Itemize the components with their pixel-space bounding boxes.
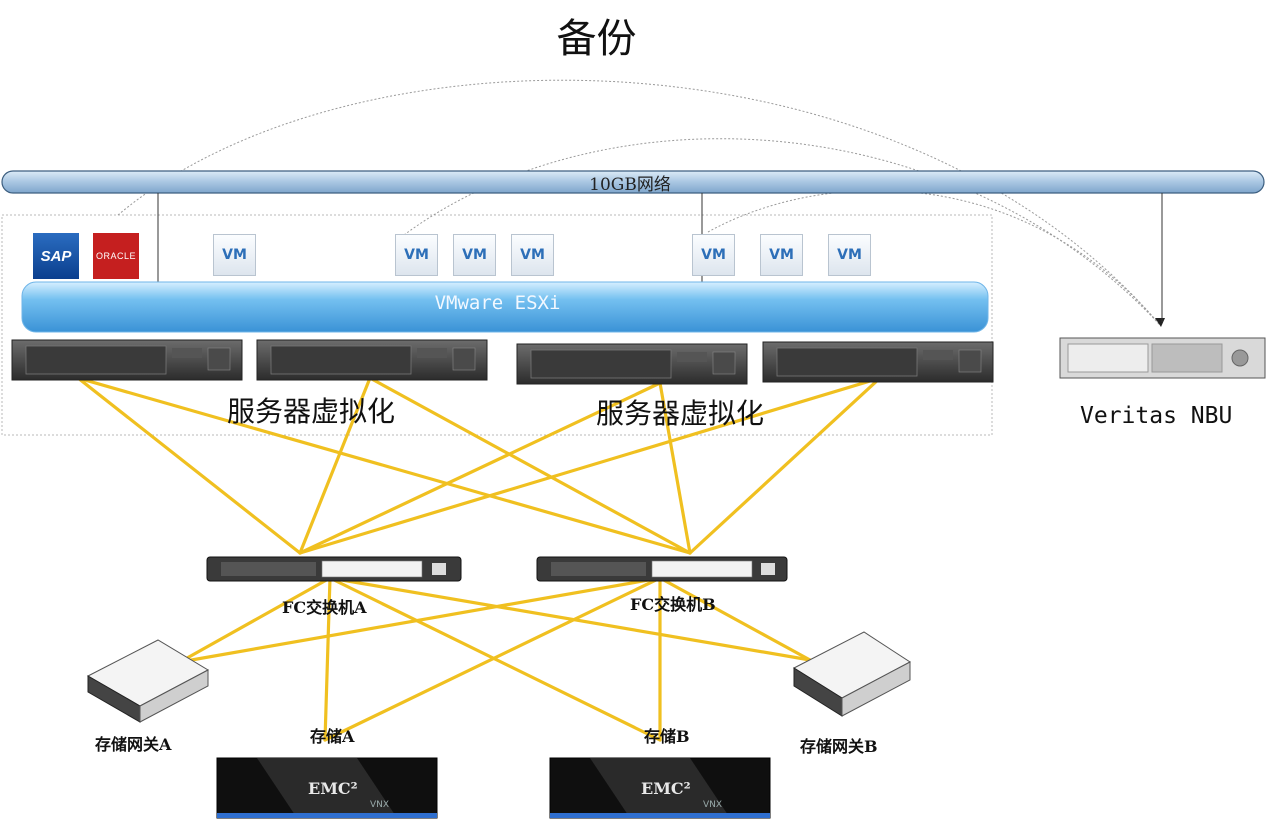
storage-array-b <box>549 757 771 819</box>
oracle-logo-icon: ORACLE <box>93 233 139 279</box>
backup-server <box>1059 337 1266 379</box>
esxi-label: VMware ESXi <box>434 292 561 314</box>
rack-server-2 <box>256 339 488 381</box>
esxi-bar <box>21 281 989 333</box>
storage-b-brand: EMC² <box>641 779 691 798</box>
fc-link <box>328 576 812 662</box>
storage-a-model: VNX <box>370 800 390 810</box>
fc-switch-b <box>536 556 788 582</box>
backup-arrow-head <box>1155 318 1165 327</box>
backup-arc-3 <box>707 189 1161 326</box>
diagram-title: 备份 <box>556 16 637 62</box>
vm-icon: VM <box>511 234 554 276</box>
storage-gateway-a-label: 存储网关A <box>95 735 172 754</box>
windows-logo-icon <box>153 233 199 279</box>
fc-link <box>298 376 882 555</box>
fc-switch-b-label: FC交换机B <box>630 595 716 614</box>
fc-link <box>298 376 372 555</box>
storage-b-label: 存储B <box>644 727 690 746</box>
fc-link <box>178 576 332 664</box>
vm-icon: VM <box>453 234 496 276</box>
storage-array-a <box>216 757 438 819</box>
fc-switch-a <box>206 556 462 582</box>
fc-link <box>323 576 662 742</box>
network-bus <box>1 170 1265 194</box>
storage-gateway-b <box>792 631 911 717</box>
vm-icon: VM <box>828 234 871 276</box>
cluster-label-2: 服务器虚拟化 <box>596 397 765 430</box>
fc-link <box>368 376 692 555</box>
rack-server-1 <box>11 339 243 381</box>
storage-gateway-a <box>86 639 210 723</box>
fc-link <box>76 376 692 555</box>
storage-a-label: 存储A <box>310 727 355 746</box>
rack-server-4 <box>762 341 994 383</box>
backup-server-label: Veritas NBU <box>1080 403 1233 429</box>
rack-server-3 <box>516 343 748 385</box>
fc-link <box>76 376 302 555</box>
fc-switch-a-label: FC交换机A <box>282 598 367 617</box>
fc-link <box>178 576 662 664</box>
vm-icon: VM <box>692 234 735 276</box>
virtualization-cluster-frame <box>1 214 993 436</box>
storage-b-model: VNX <box>703 800 723 810</box>
fc-link <box>298 381 662 555</box>
vm-icon: VM <box>213 234 256 276</box>
vm-icon: VM <box>395 234 438 276</box>
fc-link <box>658 381 692 555</box>
storage-gateway-b-label: 存储网关B <box>800 737 878 756</box>
sap-logo-icon: SAP <box>33 233 79 279</box>
fc-link <box>688 376 882 555</box>
storage-a-brand: EMC² <box>308 779 358 798</box>
fc-link <box>323 576 332 742</box>
sap-logo-text: SAP <box>40 247 72 265</box>
vm-icon: VM <box>760 234 803 276</box>
oracle-logo-text: ORACLE <box>95 251 136 261</box>
rack-servers <box>11 339 994 385</box>
fc-link <box>658 576 812 662</box>
fc-links <box>76 376 882 742</box>
cluster-label-1: 服务器虚拟化 <box>227 395 396 428</box>
network-bus-label: 10GB网络 <box>589 175 671 195</box>
